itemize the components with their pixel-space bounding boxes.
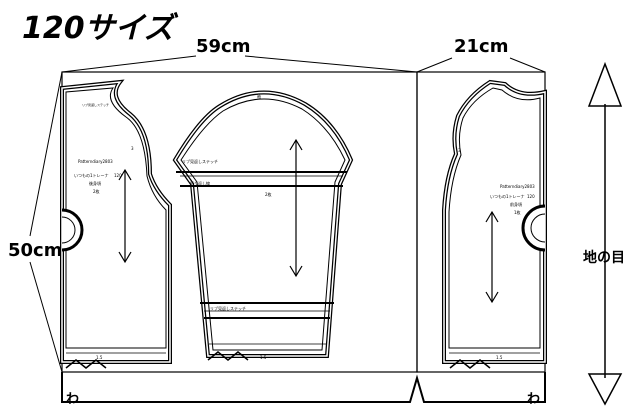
left-width-label: 59cm xyxy=(196,36,250,57)
sleeve-top-label: 袖 xyxy=(257,93,261,99)
height-guide-lines xyxy=(29,71,63,373)
width-guide-lines xyxy=(61,55,546,73)
front-bodice-piece xyxy=(442,79,547,369)
grain-arrow xyxy=(587,61,623,406)
front-item-label: いつもの1トレーナ xyxy=(490,193,525,199)
sleeve-fold-label: 折り返し線 xyxy=(190,180,210,186)
sleeve-cuff-label: リブ見返しステッチ xyxy=(210,305,246,311)
front-grain-arrow xyxy=(485,210,499,304)
sleeve-seam-label: 1.5 xyxy=(260,355,267,360)
back-notch-label: 3 xyxy=(131,146,134,151)
height-label: 50cm xyxy=(8,240,62,261)
back-size-label: 120 xyxy=(114,173,122,178)
title-label: 120サイズ xyxy=(22,11,179,46)
back-grain-arrow xyxy=(118,168,132,264)
fold-mark-right: わ xyxy=(527,392,540,407)
back-brand-label: Patterndiary2803 xyxy=(78,159,113,164)
back-seam-label: 1.5 xyxy=(96,355,103,360)
front-name-label: 前身頃 xyxy=(510,201,522,207)
front-brand-label: Patterndiary2803 xyxy=(500,184,535,189)
sleeve-cut-label: 2枚 xyxy=(265,191,272,197)
fold-mark-left: わ xyxy=(66,392,79,407)
sleeve-grain-arrow xyxy=(289,138,303,278)
right-width-label: 21cm xyxy=(454,36,508,57)
sleeve-rib-label: リブ見返しステッチ xyxy=(182,158,218,164)
sleeve-piece xyxy=(172,90,354,361)
front-cut-label: 1枚 xyxy=(514,209,521,215)
back-bodice-piece xyxy=(60,79,172,369)
back-top-label: リブ見返しステッチ xyxy=(82,102,109,107)
back-cut-label: 2枚 xyxy=(93,188,100,194)
fold-bracket xyxy=(61,372,546,403)
front-seam-label: 1.5 xyxy=(496,355,503,360)
front-size-label: 120 xyxy=(527,194,535,199)
back-name-label: 後身頃 xyxy=(89,180,101,186)
back-item-label: いつもの1トレーナ xyxy=(74,172,109,178)
front-notch-label: 3 xyxy=(458,148,461,153)
fabric-left-panel xyxy=(61,71,418,373)
grain-label: 地の目 xyxy=(583,249,625,266)
